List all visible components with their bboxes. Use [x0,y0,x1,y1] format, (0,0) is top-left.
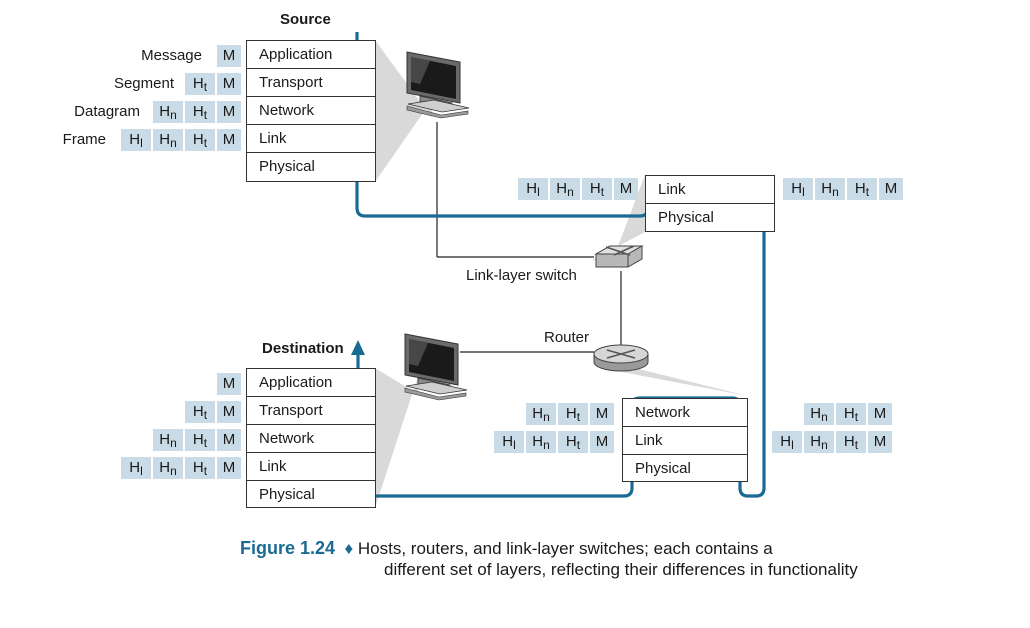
frame-label: Frame [62,131,106,148]
dest-frame-header-ht: Ht [185,457,215,479]
source-computer-icon [406,51,470,119]
router-in-datagram-header-ht: Ht [558,403,588,425]
dest-datagram-header-ht: Ht [185,429,215,451]
router-out-datagram-header-m: M [868,403,892,425]
caption-line-2: different set of layers, reflecting thei… [384,560,858,579]
dest-segment-header-ht: Ht [185,401,215,423]
source-datagram-header-ht: Ht [185,101,215,123]
dest-frame-header-hn: Hn [153,457,183,479]
source-segment-header-ht: Ht [185,73,215,95]
switch-out-frame-header-ht: Ht [847,178,877,200]
caption-diamond: ♦ [339,539,358,558]
source-layer-link: Link [247,125,375,153]
source-layer-physical: Physical [259,158,315,175]
caption-line-1: Hosts, routers, and link-layer switches;… [357,539,773,558]
router-out-frame-header-m: M [868,431,892,453]
switch-out-frame-header-m: M [879,178,903,200]
switch-layer-link: Link [646,176,774,204]
router-in-datagram-header-hn: Hn [526,403,556,425]
source-frame-header-ht: Ht [185,129,215,151]
router-layer-physical: Physical [635,460,691,477]
source-layer-transport: Transport [247,69,375,97]
dest-host-taper [375,368,418,508]
dest-frame-header-hl: Hl [121,457,151,479]
figure-caption: Figure 1.24 ♦ Hosts, routers, and link-l… [240,538,858,580]
segment-label: Segment [113,75,174,92]
router-icon [593,344,649,372]
source-datagram-header-m: M [217,101,241,123]
router-out-datagram-header-hn: Hn [804,403,834,425]
router-layer-link: Link [623,427,747,455]
router-out-datagram-header-ht: Ht [836,403,866,425]
source-datagram-header-hn: Hn [153,101,183,123]
source-label: Source [280,11,331,28]
destination-layer-physical: Physical [259,486,315,503]
destination-layer-transport: Transport [247,397,375,425]
datagram-label: Datagram [74,103,140,120]
switch-in-frame-header-hn: Hn [550,178,580,200]
source-segment-header-m: M [217,73,241,95]
dest-segment-header-m: M [217,401,241,423]
switch-icon [594,245,644,268]
destination-label: Destination [262,340,344,357]
switch-label: Link-layer switch [466,267,577,284]
dest-datagram-header-m: M [217,429,241,451]
router-label: Router [544,329,590,346]
destination-arrowhead [351,340,365,355]
message-label: Message [141,47,202,64]
router-in-frame-header-m: M [590,431,614,453]
source-message-header-m: M [217,45,241,67]
router-in-frame-header-hn: Hn [526,431,556,453]
destination-layer-link: Link [247,453,375,481]
source-layer-network: Network [247,97,375,125]
figure-number: Figure 1.24 [240,538,336,558]
router-out-frame-header-hl: Hl [772,431,802,453]
switch-in-frame-header-hl: Hl [518,178,548,200]
destination-layer-application: Application [247,369,375,397]
destination-layer-network: Network [247,425,375,453]
dest-message-header-m: M [217,373,241,395]
source-frame-header-hn: Hn [153,129,183,151]
dest-datagram-header-hn: Hn [153,429,183,451]
router-in-frame-header-hl: Hl [494,431,524,453]
switch-in-frame-header-ht: Ht [582,178,612,200]
router-layer-network: Network [623,399,747,427]
source-host-taper [375,40,432,182]
destination-computer-icon [404,333,468,401]
router-in-datagram-header-m: M [590,403,614,425]
source-frame-header-hl: Hl [121,129,151,151]
switch-layer-physical: Physical [658,209,714,226]
router-out-frame-header-ht: Ht [836,431,866,453]
router-in-frame-header-ht: Ht [558,431,588,453]
source-layer-application: Application [247,41,375,69]
router-out-frame-header-hn: Hn [804,431,834,453]
dest-frame-header-m: M [217,457,241,479]
switch-in-frame-header-m: M [614,178,638,200]
switch-out-frame-header-hn: Hn [815,178,845,200]
switch-out-frame-header-hl: Hl [783,178,813,200]
source-frame-header-m: M [217,129,241,151]
switch-taper [592,175,645,262]
